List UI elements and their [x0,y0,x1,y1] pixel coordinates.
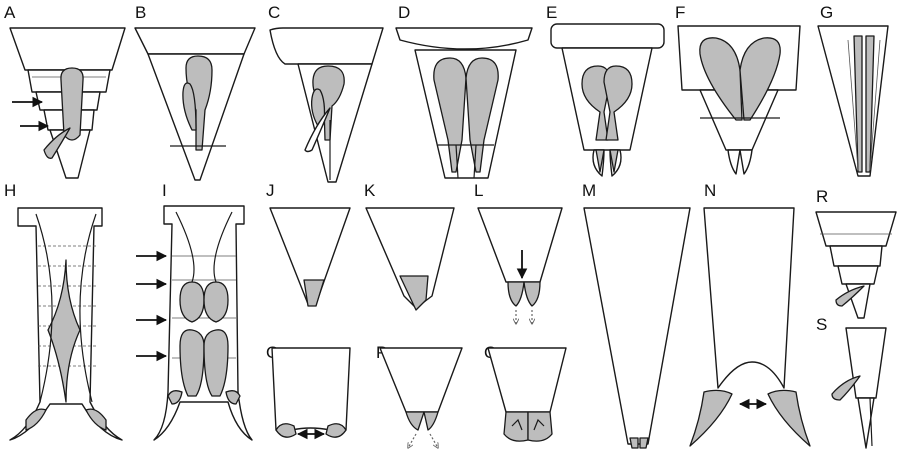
panel-s: S [816,315,886,448]
panel-label-s: S [816,315,827,334]
panel-k: K [364,181,454,310]
panel-label-a: A [4,3,16,22]
panel-j: J [266,181,350,306]
panel-a: A [4,3,125,178]
panel-p: P [376,343,462,448]
panel-r: R [816,187,896,318]
panel-label-i: I [162,181,167,200]
panel-c: C [268,3,383,182]
panel-label-n: N [704,181,716,200]
panel-label-j: J [266,181,275,200]
panel-label-k: K [364,181,376,200]
panel-label-g: G [820,3,833,22]
panel-d: D [396,3,532,178]
panel-i: I [136,181,252,440]
panel-q: Q [484,343,566,441]
panel-n: N [690,181,810,446]
panel-h: H [4,181,122,440]
panel-label-l: L [474,181,483,200]
panel-label-m: M [582,181,596,200]
panel-label-b: B [135,3,146,22]
panel-label-c: C [268,3,280,22]
panel-e: E [546,3,664,176]
panel-f: F [675,3,800,174]
panel-label-f: F [675,3,685,22]
panel-o: O [266,343,350,437]
panel-label-e: E [546,3,557,22]
panel-label-h: H [4,181,16,200]
panel-m: M [582,181,690,448]
panel-b: B [135,3,255,180]
panel-label-r: R [816,187,828,206]
panel-l: L [474,181,562,324]
panel-label-d: D [398,3,410,22]
panel-g: G [818,3,888,176]
